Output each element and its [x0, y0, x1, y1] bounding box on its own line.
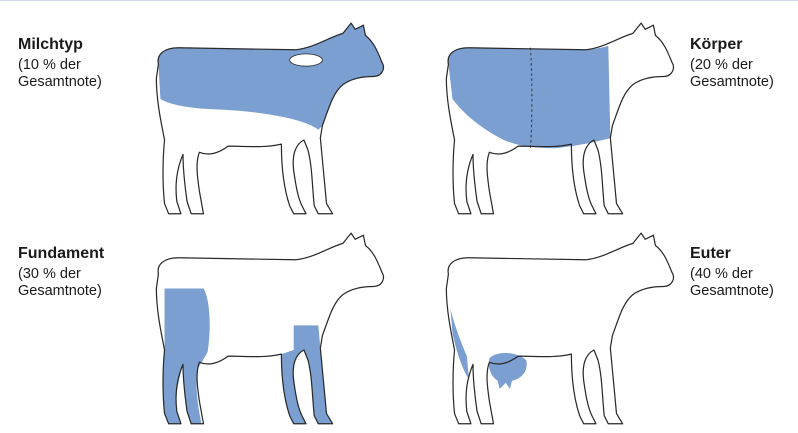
cow-fundament: [140, 227, 390, 432]
label-euter: Euter (40 % der Gesamtnote): [690, 244, 774, 301]
label-share: (20 % der: [690, 57, 774, 75]
label-share-2: Gesamtnote): [690, 74, 774, 92]
label-share-2: Gesamtnote): [18, 74, 102, 92]
label-share-2: Gesamtnote): [690, 283, 774, 301]
label-title: Fundament: [18, 244, 104, 264]
label-share: (30 % der: [18, 266, 104, 284]
white-spot: [290, 54, 323, 66]
label-milchtyp: Milchtyp (10 % der Gesamtnote): [18, 35, 102, 92]
label-share-2: Gesamtnote): [18, 283, 104, 301]
label-title: Milchtyp: [18, 35, 102, 55]
cow-koerper: [430, 17, 680, 222]
cow-euter: [430, 227, 680, 432]
label-title: Körper: [690, 35, 774, 55]
label-share: (10 % der: [18, 57, 102, 75]
label-title: Euter: [690, 244, 774, 264]
highlight-udder: [489, 353, 527, 389]
label-share: (40 % der: [690, 266, 774, 284]
cow-milchtyp: [140, 17, 390, 222]
label-koerper: Körper (20 % der Gesamtnote): [690, 35, 774, 92]
label-fundament: Fundament (30 % der Gesamtnote): [18, 244, 104, 301]
